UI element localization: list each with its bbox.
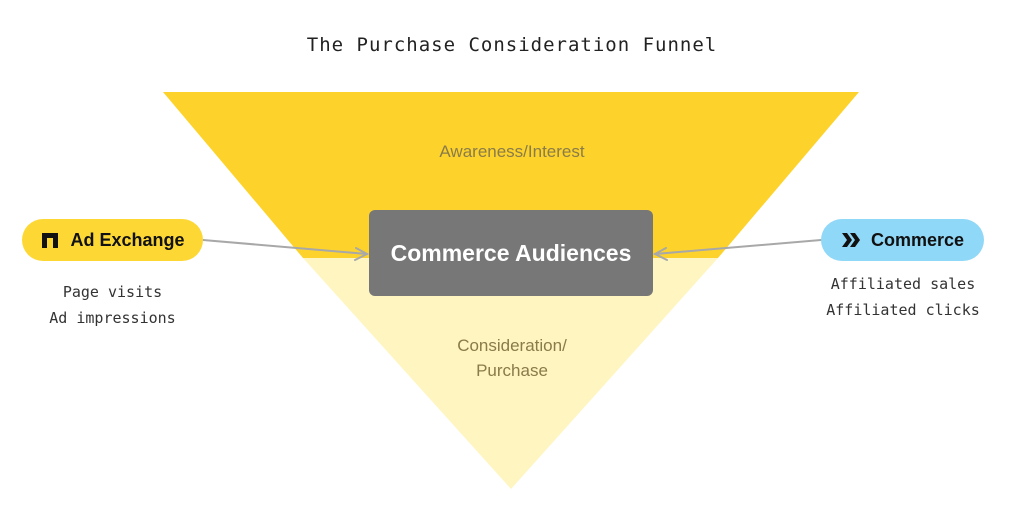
funnel-top-stage	[163, 92, 859, 258]
left-connector	[202, 239, 370, 261]
stage-label-consideration: Consideration/ Purchase	[412, 333, 612, 383]
stage-label-consideration-line1: Consideration/	[457, 336, 567, 355]
stage-label-consideration-line2: Purchase	[476, 361, 548, 380]
ad-exchange-label: Ad Exchange	[70, 229, 185, 250]
right-connector	[652, 239, 822, 261]
left-arrow-head	[354, 247, 370, 261]
metric-item: Affiliated clicks	[826, 301, 980, 319]
commerce-label: Commerce	[870, 229, 965, 250]
right-arrow-head	[652, 247, 668, 261]
metric-item: Ad impressions	[49, 309, 176, 327]
commerce-metrics: Affiliated sales Affiliated clicks	[805, 271, 1001, 323]
commerce-pill: Commerce	[821, 219, 984, 261]
ad-exchange-icon	[42, 233, 59, 248]
ad-exchange-pill: Ad Exchange	[22, 219, 203, 261]
commerce-audiences-box: Commerce Audiences	[369, 210, 653, 296]
funnel-bottom-stage	[303, 258, 718, 489]
diagram-title: The Purchase Consideration Funnel	[306, 34, 718, 56]
double-chevron-icon	[841, 233, 860, 247]
ad-exchange-metrics: Page visits Ad impressions	[22, 279, 203, 331]
commerce-audiences-label: Commerce Audiences	[390, 239, 632, 266]
stage-label-awareness: Awareness/Interest	[439, 142, 585, 161]
metric-item: Page visits	[62, 283, 163, 301]
metric-item: Affiliated sales	[830, 275, 976, 293]
